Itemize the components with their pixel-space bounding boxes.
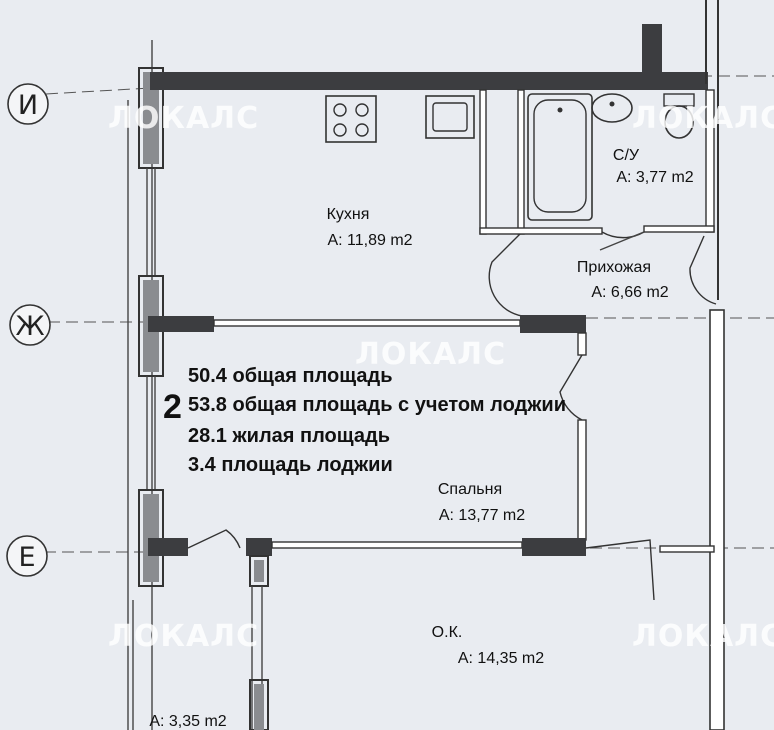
stove-icon	[325, 95, 377, 143]
loggia-door-arc	[187, 529, 241, 549]
sink-icon	[425, 95, 475, 139]
bedroom-area: A: 13,77 m2	[439, 507, 525, 524]
kitchen-area: A: 11,89 m2	[327, 232, 412, 249]
rooms-count: 2	[163, 388, 182, 426]
axis-marker-i: И	[7, 83, 49, 125]
top-shaft	[642, 24, 662, 84]
axis-label-e: Е	[18, 542, 35, 573]
axis-label-zh: Ж	[15, 311, 44, 342]
bathroom-area: A: 3,77 m2	[616, 169, 693, 186]
wall-axis-zh	[148, 315, 586, 333]
axis-marker-e: Е	[6, 535, 48, 577]
watermark: ЛОКАЛС	[355, 337, 506, 372]
loggia-walls	[249, 555, 269, 730]
bedroom-name: Спальня	[438, 481, 502, 498]
axis-label-i: И	[18, 90, 38, 121]
hallway-area: A: 6,66 m2	[591, 284, 668, 301]
total-area: 50.4 общая площадь	[188, 365, 393, 387]
kitchen-name: Кухня	[327, 206, 370, 223]
washbasin-icon	[591, 93, 633, 123]
wall-axis-e	[148, 538, 715, 556]
bathroom-walls	[479, 89, 715, 235]
common-room-area: A: 14,35 m2	[458, 650, 544, 667]
kitchen-door-arc	[488, 233, 523, 317]
living-area: 28.1 жилая площадь	[188, 425, 390, 447]
watermark: ЛОКАЛС	[632, 101, 774, 136]
loggia-area-summary: 3.4 площадь лоджии	[188, 454, 393, 476]
watermark: ЛОКАЛС	[108, 619, 259, 654]
total-area-with-loggia: 53.8 общая площадь с учетом лоджии	[188, 394, 566, 416]
bathtub-icon	[527, 93, 593, 221]
top-exterior-wall	[150, 72, 708, 90]
watermark: ЛОКАЛС	[632, 619, 774, 654]
axis-marker-zh: Ж	[9, 304, 51, 346]
toilet-icon	[663, 93, 695, 139]
hallway-door-arc	[689, 235, 717, 305]
watermark: ЛОКАЛС	[108, 101, 259, 136]
hallway-name: Прихожая	[577, 259, 651, 276]
common-room-door-arc	[585, 539, 655, 601]
loggia-area: A: 3,35 m2	[149, 713, 226, 730]
bedroom-door-arc	[559, 354, 583, 421]
bathroom-name: С/У	[613, 147, 640, 164]
common-room-name: О.К.	[432, 624, 463, 641]
